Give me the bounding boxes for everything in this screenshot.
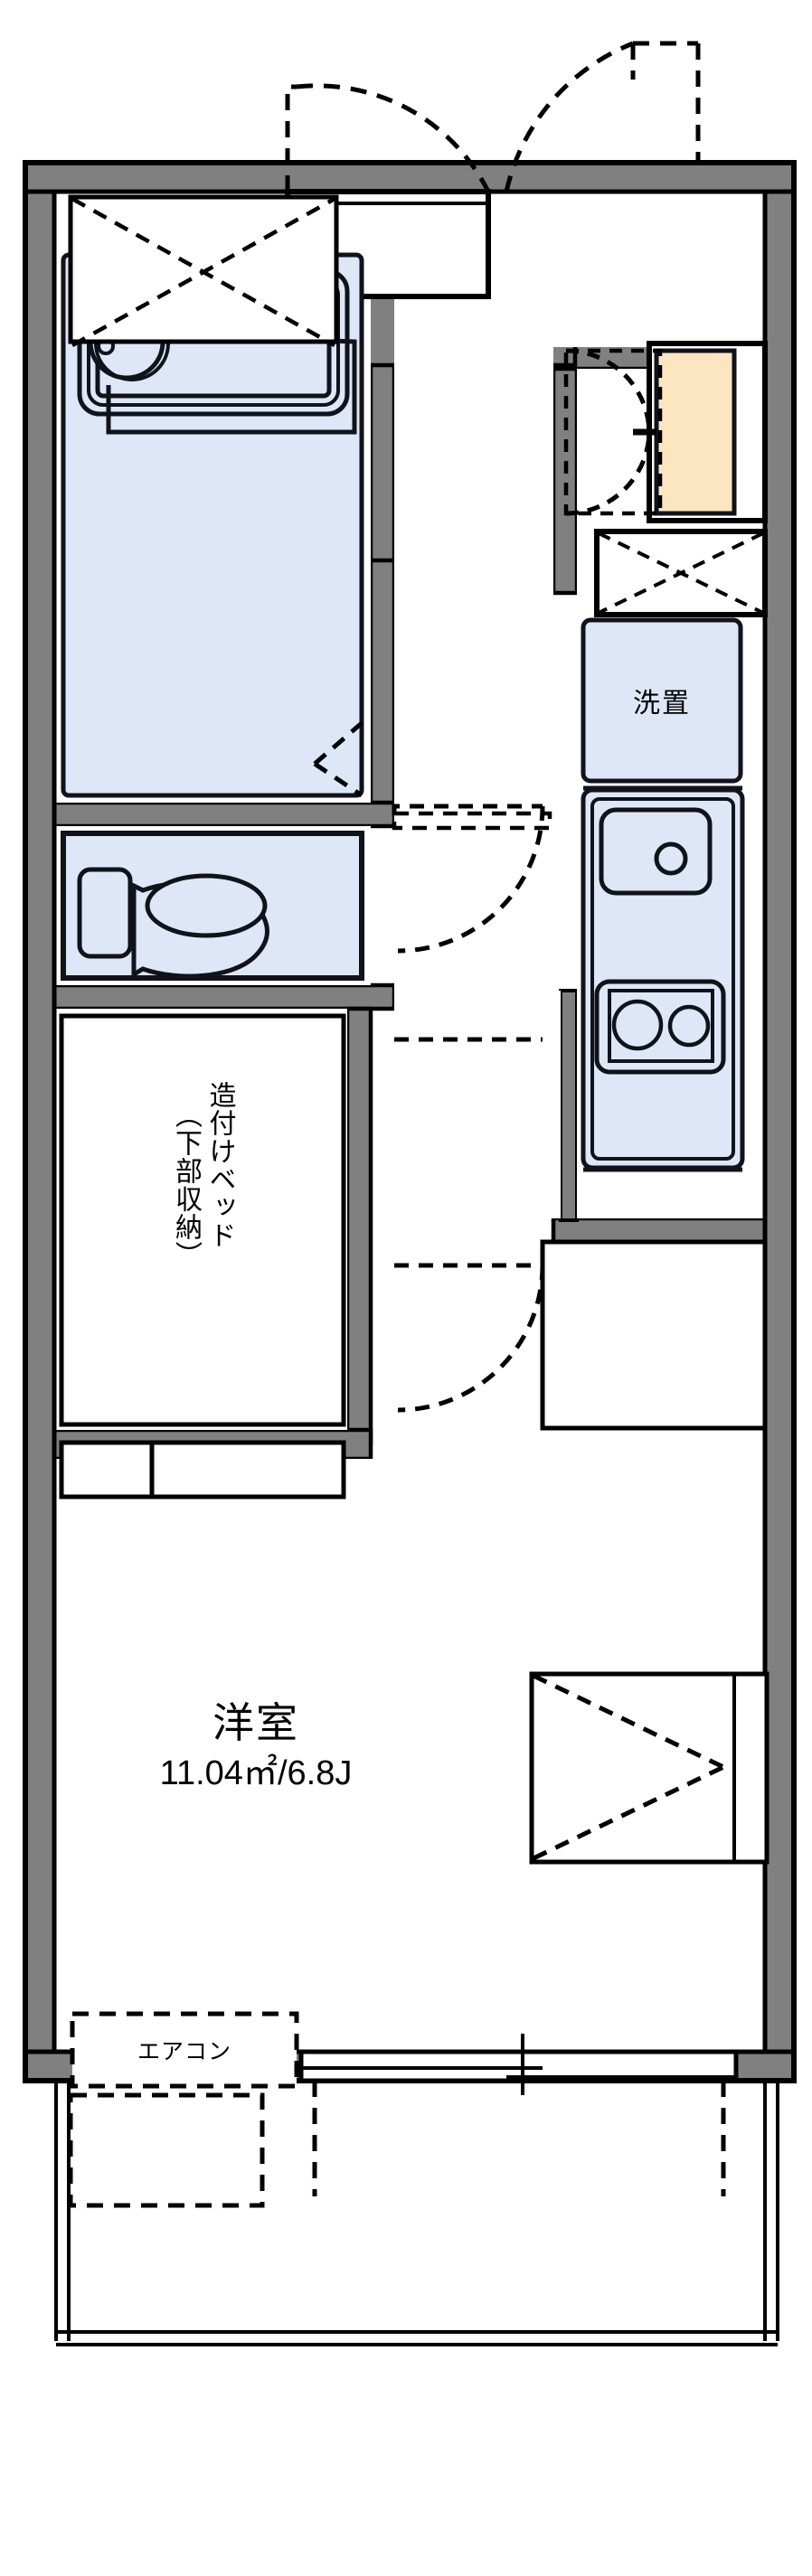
kitchen-sink — [599, 807, 713, 896]
built-in-bed — [59, 1013, 346, 1427]
kitchen-unit — [581, 785, 745, 1172]
entrance-door — [563, 341, 768, 523]
sink-drain — [654, 841, 688, 876]
toilet-room — [61, 831, 364, 981]
room-area-label: 11.04㎡/6.8J — [159, 1754, 353, 1792]
shoe-box — [594, 529, 768, 617]
bed-base-cabinets — [59, 1440, 346, 1500]
built-in-bed-label-line1: 造付けベッド — [204, 1081, 235, 1249]
window-right — [529, 1671, 770, 1865]
washing-machine-label: 洗置 — [633, 689, 691, 719]
washing-machine-space — [581, 617, 743, 784]
air-conditioner-unit — [70, 2011, 299, 2089]
built-in-bed-label-line2: （下部収納） — [171, 1101, 201, 1269]
stove-burner-large — [611, 999, 664, 1051]
stove-burner-small — [667, 1004, 711, 1048]
interior-door-swings — [392, 804, 552, 1413]
air-conditioner-label: エアコン — [137, 2039, 231, 2064]
balcony-sliding-door — [298, 2034, 739, 2095]
balcony — [54, 2081, 779, 2346]
room-name-label: 洋室 — [212, 1699, 299, 1746]
hall-storage — [540, 1239, 768, 1431]
toilet-tank — [77, 867, 133, 959]
upper-closet — [68, 194, 339, 347]
